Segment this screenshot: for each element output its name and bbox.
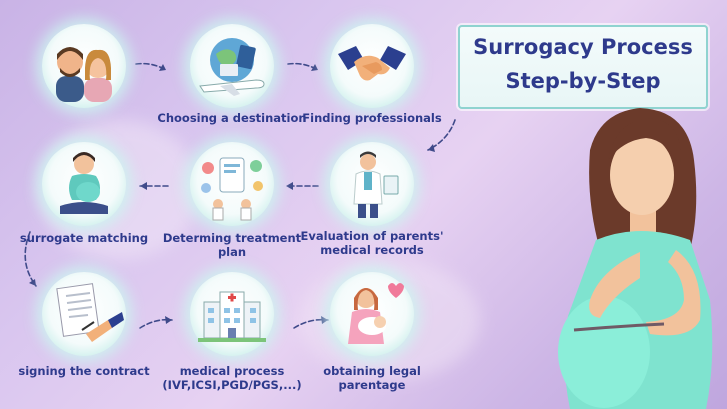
step-9-disc (330, 272, 414, 356)
title-box: Surrogacy Process Step-by-Step (458, 25, 708, 109)
step-2-label: Choosing a destination (157, 111, 307, 125)
step-4-disc (330, 142, 414, 226)
mother-baby-icon (348, 283, 404, 344)
step-7-disc (42, 272, 126, 356)
couple-icon (56, 47, 112, 102)
step-4-label: Evaluation of parents' medical records (300, 229, 444, 257)
step-7-label: signing the contract (18, 364, 150, 378)
step-8-label: medical process (IVF,ICSI,PGD/PGS,...) (162, 364, 302, 392)
contract-signing-icon (56, 283, 124, 342)
step-8-disc (190, 272, 274, 356)
step-1-disc (42, 24, 126, 108)
step-2-disc (190, 24, 274, 108)
step-6-disc (42, 142, 126, 226)
title-line-1: Surrogacy Process (473, 35, 693, 59)
hospital-icon (198, 291, 266, 342)
arrow-3-4 (427, 119, 456, 151)
medical-planning-icon (201, 157, 263, 221)
handshake-icon (338, 46, 406, 81)
title-line-2: Step-by-Step (505, 69, 661, 93)
step-5-disc (190, 142, 274, 226)
step-9-label: obtaining legal parentage (323, 364, 421, 392)
step-5-label: Determing treatment plan (162, 231, 302, 259)
airplane-passport-icon (199, 38, 265, 96)
doctor-icon (353, 151, 399, 218)
step-6-label: surrogate matching (19, 231, 149, 245)
step-3-label: Finding professionals (302, 111, 442, 125)
step-3-disc (330, 24, 414, 108)
pregnant-woman-icon (60, 152, 108, 214)
arrow-7-8 (139, 318, 173, 329)
